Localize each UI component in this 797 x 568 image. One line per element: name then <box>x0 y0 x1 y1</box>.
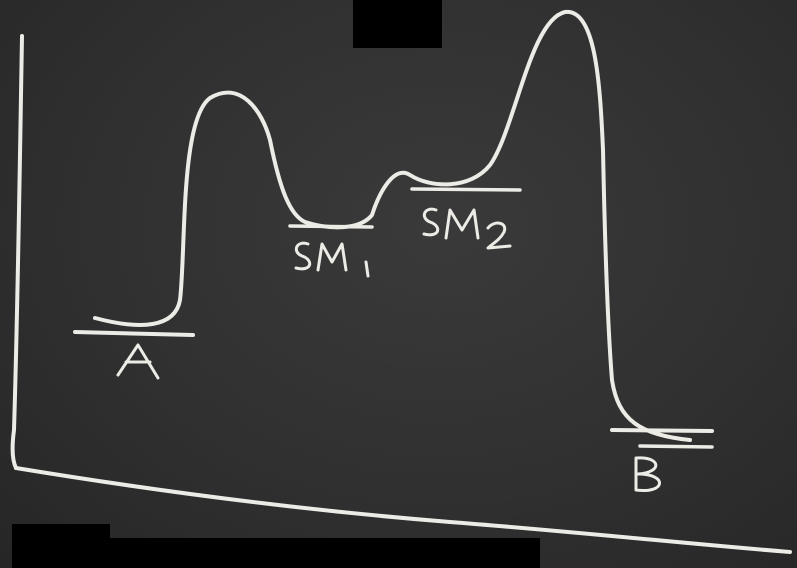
label-sm1-drawing <box>294 241 370 278</box>
label-sm2-drawing <box>422 207 512 250</box>
x-axis <box>14 466 792 554</box>
level-line-sm1 <box>288 224 374 229</box>
redaction-box-top <box>353 0 442 48</box>
redaction-box-bottom <box>110 538 540 568</box>
reaction-curve <box>93 9 692 442</box>
redaction-box-bottom-left <box>12 524 110 568</box>
level-line-sm2 <box>410 187 522 192</box>
level-line-b-lower <box>638 444 714 449</box>
level-line-b <box>610 428 714 433</box>
label-a-drawing <box>116 343 160 380</box>
level-line-a <box>73 330 195 337</box>
y-axis <box>10 34 24 470</box>
label-b-drawing <box>634 456 661 493</box>
